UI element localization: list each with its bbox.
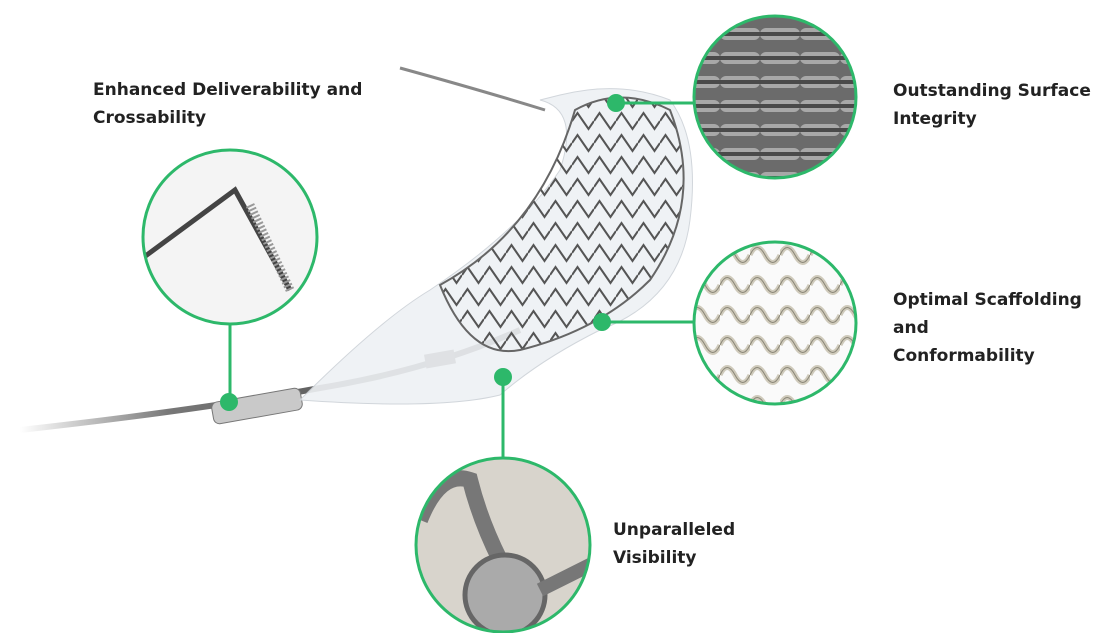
stent [438, 96, 685, 353]
label-line: Enhanced Deliverability and [93, 80, 363, 100]
label-line: Conformability [893, 346, 1035, 366]
callout-visibility [414, 368, 592, 633]
callout-surface [607, 14, 858, 180]
label-deliverability: Enhanced Deliverability and Crossability [93, 76, 362, 132]
callout-deliverability [141, 148, 319, 411]
label-line: Crossability [93, 108, 207, 128]
label-line: Integrity [893, 109, 977, 129]
label-visibility: Unparalleled Visibility [613, 516, 735, 572]
label-line: Unparalleled [613, 520, 736, 540]
label-surface: Outstanding Surface Integrity [893, 77, 1091, 133]
callout-scaffolding [593, 240, 858, 406]
label-scaffolding: Optimal Scaffolding and Conformability [893, 286, 1116, 370]
label-line: Optimal Scaffolding and [893, 290, 1082, 338]
label-line: Visibility [613, 548, 697, 568]
label-line: Outstanding Surface [893, 81, 1091, 101]
